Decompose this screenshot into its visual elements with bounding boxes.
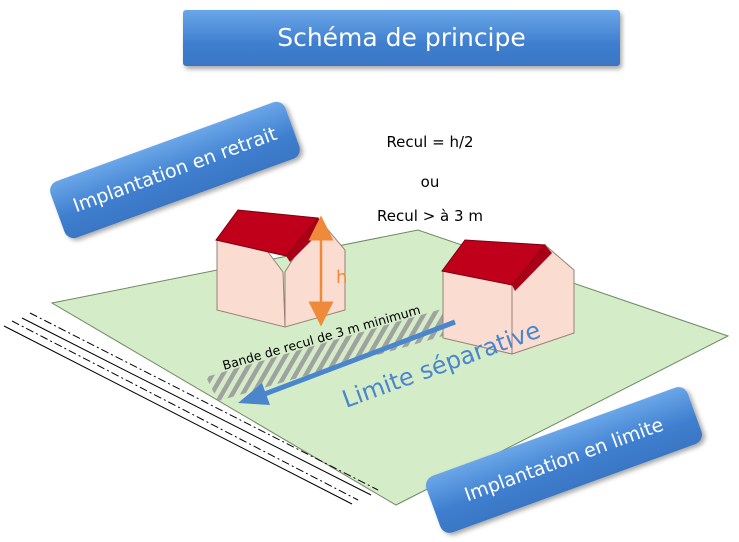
setback-band [206, 306, 464, 401]
formula-line-1: Recul = h/2 [386, 133, 474, 151]
boundary-arrow [238, 319, 456, 405]
formula-line-3: Recul > à 3 m [377, 207, 483, 225]
house-limite [441, 239, 575, 355]
height-label: h [336, 267, 347, 288]
road-lines [3, 312, 379, 505]
formula-line-2: ou [420, 173, 440, 191]
house-retrait [215, 209, 346, 328]
title-banner: Schéma de principe [183, 10, 620, 66]
